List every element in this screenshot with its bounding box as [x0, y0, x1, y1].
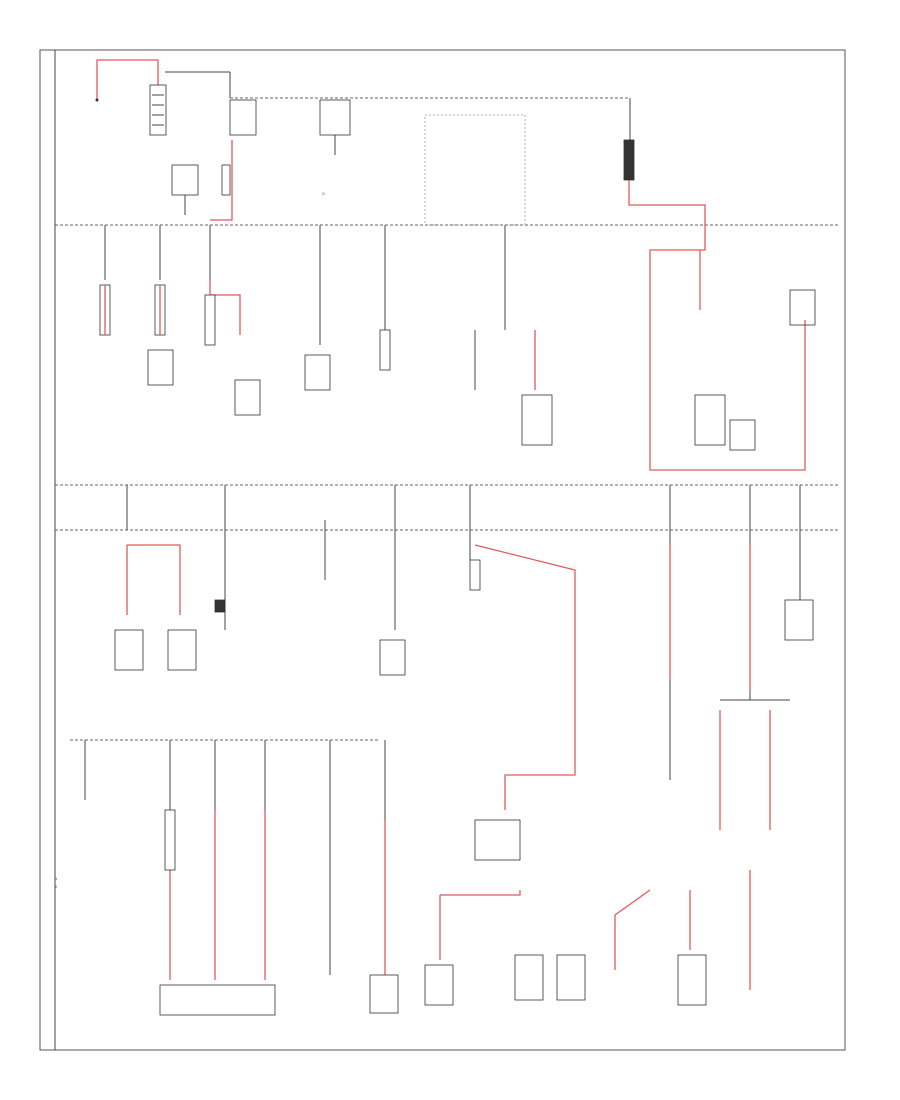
fuse-block-top-center	[319, 99, 351, 136]
ground-label: G	[322, 192, 325, 196]
row1-fuses	[99, 225, 816, 451]
fusible-link	[623, 139, 635, 181]
top-power-section: G	[95, 59, 806, 471]
legend-symbol-2: 2	[55, 885, 57, 889]
brake-control-module	[159, 984, 276, 1016]
battery-cable	[96, 59, 159, 100]
ignition-switch	[424, 114, 526, 226]
generator-fuse-box	[229, 99, 257, 136]
row2-fuses	[114, 485, 814, 810]
generator-symbol	[171, 164, 199, 196]
legend-symbol-1: 1	[55, 877, 57, 881]
legend-item-2: 2	[55, 885, 57, 889]
diagram-frame	[39, 49, 846, 1051]
legend-item-1: 1	[55, 877, 57, 881]
generator-fuse	[221, 164, 231, 196]
row3-fuses	[84, 740, 399, 1016]
bottom-right-components	[424, 699, 790, 1006]
legend: 1 2	[55, 877, 57, 889]
battery-symbol	[149, 84, 167, 136]
starter-terminal-dot	[95, 98, 99, 102]
fusible-link-wire	[628, 180, 806, 471]
